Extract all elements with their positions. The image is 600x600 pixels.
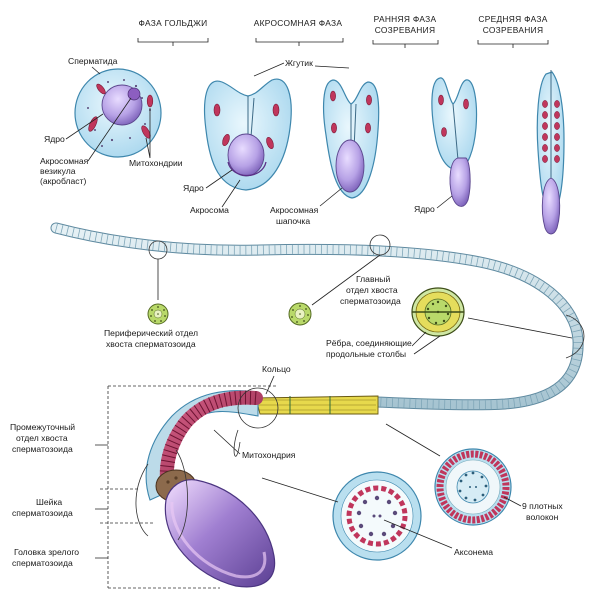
label-acro-vesicle-3: (акробласт): [40, 176, 87, 186]
early-cell-nucleus: [449, 157, 471, 207]
heading-middle-line2: СОЗРЕВАНИЯ: [483, 25, 544, 35]
heading-acrosome: АКРОСОМНАЯ ФАЗА: [254, 18, 343, 28]
sperm-head: [164, 479, 276, 588]
label-ring: Кольцо: [262, 364, 291, 374]
label-main-2: отдел хвоста: [346, 285, 398, 295]
mitochondrial-helix: [159, 390, 263, 495]
middle-cell-mitochondria: [542, 100, 560, 163]
bracket-acrosome: [255, 38, 344, 46]
spermatid-cell: [74, 68, 162, 158]
label-ribs-1: Рёбра, соединяющие: [326, 338, 412, 348]
early-maturation-cell: [431, 77, 478, 207]
midpiece-sheath: [145, 390, 259, 501]
label-flagellum: Жгутик: [285, 58, 313, 68]
label-nucleus-1: Ядро: [44, 134, 65, 144]
heading-early-line1: РАННЯЯ ФАЗА: [374, 14, 437, 24]
label-nucleus-3: Ядро: [414, 204, 435, 214]
main-small-cross-section: [288, 302, 312, 326]
golgi-granules: [87, 79, 151, 147]
label-dense-2: волокон: [526, 512, 559, 522]
ribs-cross-section: [411, 287, 465, 337]
label-head-2: сперматозоида: [12, 558, 73, 568]
tail-body: [51, 223, 583, 410]
middle-labels: Периферический отдел хвоста сперматозоид…: [104, 274, 441, 359]
axoneme-dense-fibers: [346, 485, 408, 547]
sperm-tail: [50, 222, 584, 411]
heading-middle-line1: СРЕДНЯЯ ФАЗА: [478, 14, 547, 24]
label-middle-piece-3: сперматозоида: [12, 444, 73, 454]
top-labels: Сперматида Ядро Акросомная везикула (акр…: [40, 56, 453, 226]
dense-fibers-cross-section: [434, 448, 512, 526]
axoneme-cross-section: [332, 471, 422, 561]
label-peripheral-1: Периферический отдел: [104, 328, 198, 338]
label-middle-piece-1: Промежуточный: [10, 422, 75, 432]
label-ribs-2: продольные столбы: [326, 349, 406, 359]
label-main-3: сперматозоида: [340, 296, 401, 306]
tail-outline: [50, 222, 584, 411]
acrosome-cell-1: [203, 78, 292, 191]
acrosome-1: [227, 161, 267, 176]
heading-golgi: ФАЗА ГОЛЬДЖИ: [139, 18, 208, 28]
label-peripheral-2: хвоста сперматозоида: [106, 339, 196, 349]
bracket-middle: [477, 40, 549, 48]
acrosome-cell-2-nucleus: [335, 139, 365, 193]
label-mitochondria: Митохондрии: [129, 158, 183, 168]
label-axoneme: Аксонема: [454, 547, 493, 557]
label-acro-vesicle-2: везикула: [40, 166, 76, 176]
acrosome-cell-2: [322, 79, 380, 199]
bracket-early: [372, 40, 439, 48]
label-head-1: Головка зрелого: [14, 547, 79, 557]
label-neck-1: Шейка: [36, 497, 62, 507]
label-neck-2: сперматозоида: [12, 508, 73, 518]
label-middle-piece-2: отдел хвоста: [16, 433, 68, 443]
label-acro-cap-2: шапочка: [276, 216, 310, 226]
label-acro-cap-1: Акросомная: [270, 205, 319, 215]
bracket-golgi: [137, 38, 209, 46]
early-cell-membrane: [431, 77, 478, 171]
spermatid-mitochondria: [88, 83, 154, 139]
label-main-1: Главный: [356, 274, 390, 284]
middle-maturation-cell: [536, 70, 565, 235]
label-acrosome: Акросома: [190, 205, 229, 215]
label-spermatid: Сперматида: [68, 56, 118, 66]
acrosomal-vesicle: [127, 87, 141, 101]
label-dense-1: 9 плотных: [522, 501, 563, 511]
label-mitochondrion: Митохондрия: [242, 450, 296, 460]
axoneme-doublets: [356, 495, 398, 537]
left-brackets: Промежуточный отдел хвоста сперматозоида…: [10, 385, 278, 589]
tail-markers: [148, 234, 585, 359]
label-nucleus-2: Ядро: [183, 183, 204, 193]
dense-fibers-mito-ring: [436, 450, 510, 524]
stage-headings: ФАЗА ГОЛЬДЖИ АКРОСОМНАЯ ФАЗА РАННЯЯ ФАЗА…: [137, 14, 549, 48]
marker-ring: [237, 387, 279, 429]
label-acro-vesicle-1: Акросомная: [40, 156, 89, 166]
heading-early-line2: СОЗРЕВАНИЯ: [375, 25, 436, 35]
middle-cell-nucleus: [541, 177, 561, 235]
mature-sperm: [135, 387, 379, 588]
peripheral-cross-section: [147, 303, 169, 325]
acrosome-cell-1-nucleus: [227, 133, 265, 177]
